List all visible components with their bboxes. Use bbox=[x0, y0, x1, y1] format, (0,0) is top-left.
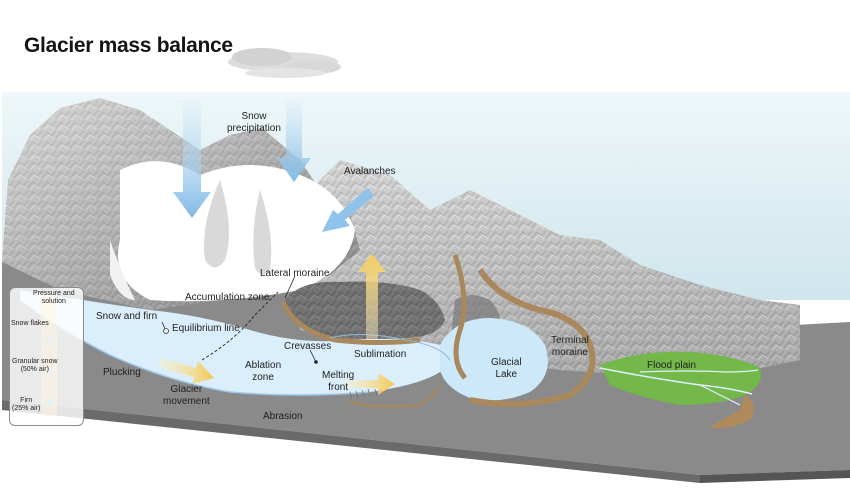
lateral-moraine-leader bbox=[284, 275, 296, 299]
label-sublimation: Sublimation bbox=[354, 349, 407, 360]
label-ablation-zone: Ablation zone bbox=[245, 360, 281, 383]
label-line: Ablation bbox=[245, 360, 282, 371]
label-lateral-moraine: Lateral moraine bbox=[260, 268, 330, 279]
label-snow-precipitation: Snow precipitation bbox=[227, 111, 281, 134]
sublimation-arrow bbox=[358, 254, 386, 340]
legend-line: Firn bbox=[20, 397, 33, 404]
label-line: zone bbox=[252, 371, 274, 383]
legend-line: (50% air) bbox=[20, 365, 49, 373]
legend-box bbox=[9, 287, 84, 426]
label-line: Snow bbox=[241, 111, 267, 122]
river bbox=[599, 367, 753, 395]
moraine-arc bbox=[452, 254, 468, 380]
crevasses-leader bbox=[309, 349, 317, 363]
cloud-icon bbox=[228, 48, 341, 78]
lateral-moraine-ridge bbox=[280, 300, 421, 345]
label-terminal-moraine: Terminal moraine bbox=[551, 335, 589, 358]
label-plucking: Plucking bbox=[103, 367, 141, 378]
label-glacial-lake: Glacial Lake bbox=[491, 357, 522, 380]
label-line: precipitation bbox=[227, 122, 281, 134]
legend-pressure-and-solution: Pressure and solution bbox=[33, 290, 75, 305]
legend-line: (25% air) bbox=[12, 404, 41, 412]
label-line: Glacier bbox=[170, 384, 203, 395]
legend-granular-snow: Granular snow (50% air) bbox=[12, 358, 58, 373]
glacier-ice bbox=[20, 290, 450, 395]
label-line: Lake bbox=[495, 368, 518, 380]
melting-front-arrow bbox=[345, 373, 395, 395]
label-equilibrium-line: Equilibrium line bbox=[172, 323, 240, 334]
label-line: Melting bbox=[322, 370, 355, 381]
legend-line: Granular snow bbox=[12, 358, 58, 365]
crevasses-marks bbox=[349, 388, 378, 400]
legend-line: Pressure and bbox=[33, 290, 75, 297]
glacial-lake bbox=[440, 318, 548, 401]
equilibrium-line bbox=[201, 291, 279, 361]
label-line: Terminal bbox=[551, 335, 589, 346]
label-line: movement bbox=[163, 395, 210, 407]
page-title: Glacier mass balance bbox=[24, 34, 233, 57]
legend-line: solution bbox=[41, 297, 66, 305]
legend-firn: Firn (25% air) bbox=[12, 397, 40, 412]
avalanche-arrow bbox=[322, 188, 374, 232]
slab-front bbox=[2, 400, 700, 483]
label-melting-front: Melting front bbox=[322, 370, 354, 393]
label-line: moraine bbox=[551, 346, 588, 358]
label-flood-plain: Flood plain bbox=[647, 360, 696, 371]
label-crevasses: Crevasses bbox=[284, 341, 332, 352]
flood-plain bbox=[600, 351, 761, 405]
label-line: front bbox=[328, 381, 349, 393]
label-glacier-movement: Glacier movement bbox=[163, 384, 210, 407]
label-avalanches: Avalanches bbox=[344, 166, 396, 177]
label-accumulation-zone: Accumulation zone bbox=[185, 292, 270, 303]
label-line: Glacial bbox=[491, 357, 522, 368]
snow-precipitation-arrows bbox=[173, 100, 311, 218]
label-snow-and-firn: Snow and firn bbox=[96, 311, 158, 322]
label-abrasion: Abrasion bbox=[263, 411, 303, 422]
legend-snow-flakes: Snow flakes bbox=[11, 320, 49, 327]
terminal-moraine-ridge bbox=[469, 268, 596, 407]
glacier-movement-arrow bbox=[158, 358, 214, 384]
